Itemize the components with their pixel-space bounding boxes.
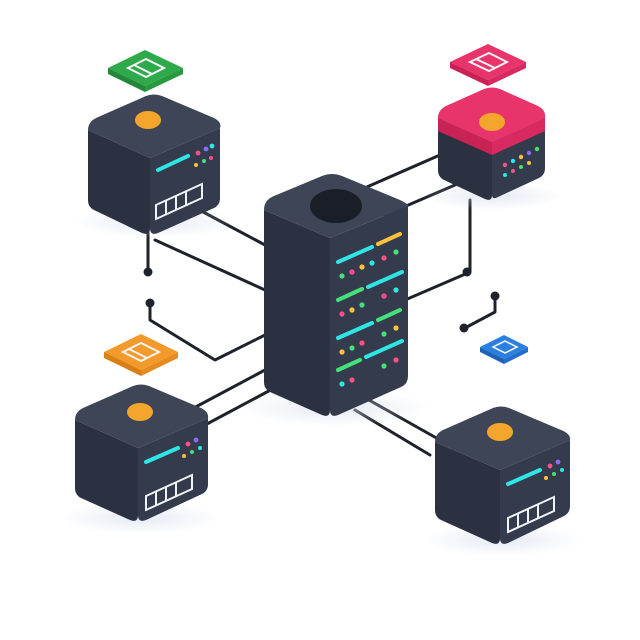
connector-dot [143,267,153,277]
badge-blue[interactable] [480,335,528,364]
rack-units [336,232,404,372]
window-icon [491,340,519,354]
connector-dot [462,267,472,277]
cable-left-loop [148,303,267,362]
window-icon [120,341,162,363]
cable-left-horizontal [153,238,267,292]
node-top-left[interactable] [75,94,235,239]
vent-hole-icon [310,189,362,223]
status-light-icon [135,111,161,129]
cable-right-loop [463,294,497,330]
connector-dots [143,267,500,333]
central-server[interactable] [240,174,430,426]
node-bottom-left[interactable] [60,384,220,535]
connector-dot [490,291,500,301]
node-top-right[interactable] [422,87,562,211]
status-light-icon [479,113,505,131]
status-light-icon [127,403,153,421]
badge-pink[interactable] [450,44,526,86]
window-icon [467,51,510,73]
node-bottom-right[interactable] [422,406,582,557]
connector-dot [145,298,155,308]
cable-bottom-left [188,368,267,412]
window-icon [125,57,167,79]
cable-right-drop [403,198,472,302]
status-light-icon [487,423,513,441]
connector-dot [459,323,469,333]
badge-orange[interactable] [104,334,178,376]
rack-leds [339,249,399,387]
badge-green[interactable] [108,50,183,92]
cable-top-right [358,153,442,192]
